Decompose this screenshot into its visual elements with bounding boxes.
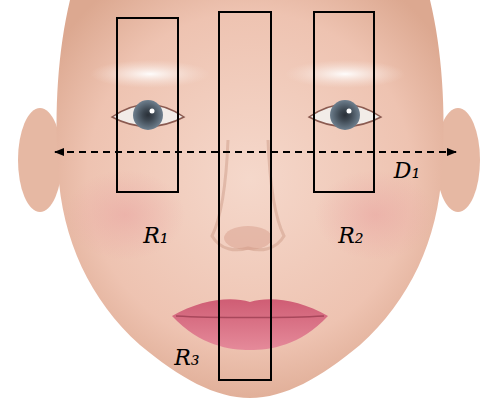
eyebrow	[285, 60, 405, 88]
region-rectangle	[117, 18, 178, 192]
region-label: D₁	[394, 160, 420, 182]
iris	[133, 100, 163, 130]
distance-arrow	[55, 151, 456, 153]
region-label: R₁	[143, 225, 168, 247]
eye-highlight	[347, 109, 352, 114]
lip-line	[176, 316, 324, 318]
nose	[212, 140, 284, 250]
eyebrow	[90, 60, 210, 88]
region-label: R₂	[338, 225, 363, 247]
eye-highlight	[150, 109, 155, 114]
cheek	[65, 170, 185, 260]
lips	[172, 299, 328, 350]
region-label: R₃	[174, 347, 199, 369]
region-rectangle	[314, 12, 374, 192]
ear	[18, 108, 62, 212]
iris	[330, 100, 360, 130]
region-rectangle	[219, 12, 271, 380]
nose-tip	[224, 226, 272, 250]
face-shape	[57, 0, 444, 398]
